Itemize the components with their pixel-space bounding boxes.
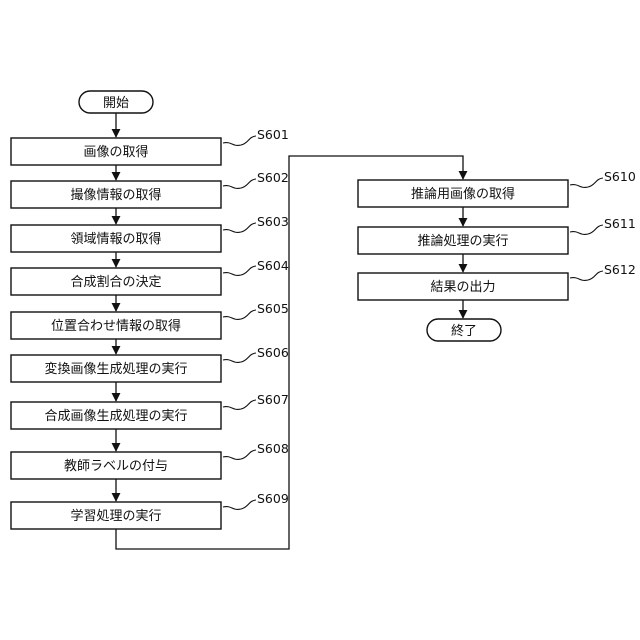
step-label-s601: S601	[257, 127, 289, 142]
step-label-s608: S608	[257, 441, 289, 456]
step-s601-text: 画像の取得	[83, 144, 148, 160]
step-s603-text: 領域情報の取得	[70, 231, 161, 247]
step-s607-box: 合成画像生成処理の実行	[11, 402, 221, 429]
step-s611-text: 推論処理の実行	[417, 233, 508, 249]
leader-s612	[570, 271, 603, 280]
step-s608-box: 教師ラベルの付与	[11, 452, 221, 479]
step-label-s611: S611	[604, 216, 636, 231]
leader-s609	[223, 500, 256, 509]
step-s605-text: 位置合わせ情報の取得	[51, 318, 181, 334]
left-column: 画像の取得 撮像情報の取得 領域情報の取得 合成割合の決定 位置合わせ情報の取得…	[11, 138, 221, 529]
step-label-s605: S605	[257, 301, 289, 316]
leader-s606	[223, 353, 256, 362]
step-label-s602: S602	[257, 170, 289, 185]
step-s604-box: 合成割合の決定	[11, 268, 221, 295]
step-label-s606: S606	[257, 345, 289, 360]
step-s612-box: 結果の出力	[358, 273, 568, 300]
step-s606-box: 変換画像生成処理の実行	[11, 355, 221, 382]
step-s601-box: 画像の取得	[11, 138, 221, 165]
step-s611-box: 推論処理の実行	[358, 227, 568, 254]
step-s609-box: 学習処理の実行	[11, 502, 221, 529]
leader-s602	[223, 179, 256, 188]
leader-s608	[223, 450, 256, 459]
leader-s603	[223, 223, 256, 232]
leader-s605	[223, 310, 256, 319]
step-s606-text: 変換画像生成処理の実行	[44, 361, 187, 377]
step-s604-text: 合成割合の決定	[70, 274, 161, 290]
step-s608-text: 教師ラベルの付与	[64, 458, 168, 474]
step-s602-text: 撮像情報の取得	[70, 187, 161, 203]
step-s603-box: 領域情報の取得	[11, 225, 221, 252]
start-label: 開始	[103, 96, 129, 111]
leader-s604	[223, 266, 256, 275]
step-s602-box: 撮像情報の取得	[11, 181, 221, 208]
step-label-s604: S604	[257, 258, 289, 273]
leader-s601	[223, 136, 256, 145]
right-column: 推論用画像の取得 推論処理の実行 結果の出力	[358, 180, 568, 300]
step-s609-text: 学習処理の実行	[70, 508, 161, 524]
leader-s610	[570, 178, 603, 187]
step-label-s612: S612	[604, 262, 636, 277]
leader-s611	[570, 225, 603, 234]
step-s610-box: 推論用画像の取得	[358, 180, 568, 207]
step-s605-box: 位置合わせ情報の取得	[11, 312, 221, 339]
step-s607-text: 合成画像生成処理の実行	[44, 408, 187, 424]
step-label-s610: S610	[604, 169, 636, 184]
step-s610-text: 推論用画像の取得	[411, 186, 515, 202]
end-label: 終了	[451, 323, 477, 339]
connector-s609-to-s610	[116, 156, 463, 549]
step-label-s607: S607	[257, 392, 289, 407]
step-label-s603: S603	[257, 214, 289, 229]
step-label-s609: S609	[257, 491, 289, 506]
leader-s607	[223, 400, 256, 409]
step-s612-text: 結果の出力	[430, 280, 495, 295]
